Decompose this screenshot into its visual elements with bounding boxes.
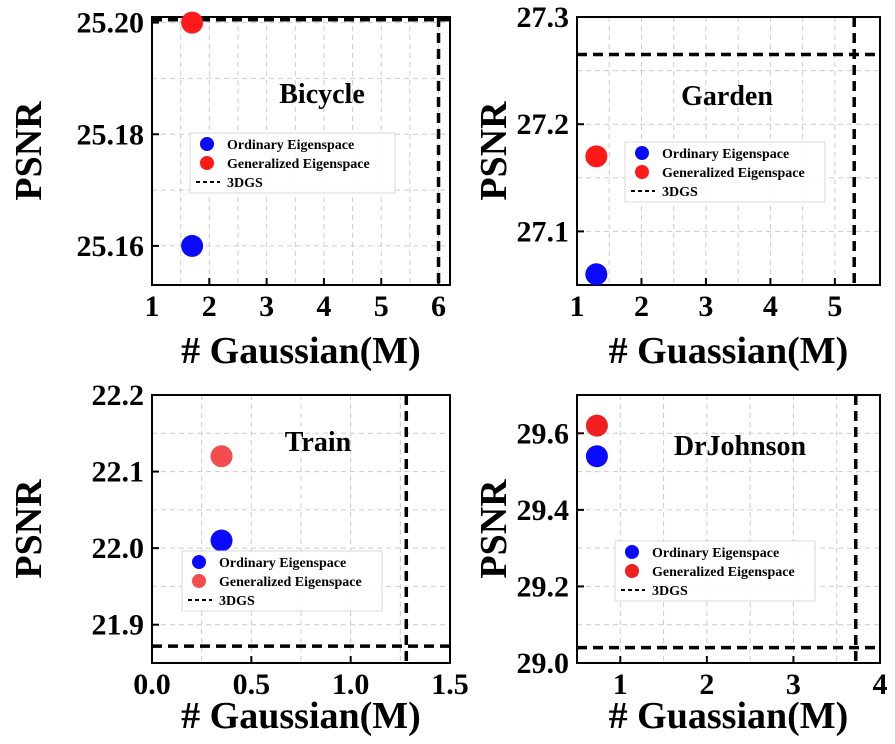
legend-box (624, 141, 826, 203)
legend-label-ordinary: Ordinary Eigenspace (652, 546, 779, 561)
x-tick-label: 5 (374, 290, 389, 323)
y-tick-label: 27.1 (517, 215, 570, 248)
legend-label-ordinary: Ordinary Eigenspace (227, 138, 354, 153)
x-tick-label: 3 (259, 290, 274, 323)
x-tick-label: 1.0 (332, 668, 370, 701)
x-tick-label: 5 (827, 290, 842, 323)
x-axis-label: # Gaussian(M) (181, 330, 421, 372)
y-tick-label: 29.4 (517, 494, 570, 527)
y-tick-label: 25.18 (77, 118, 145, 151)
y-axis-label: PSNR (8, 101, 50, 201)
x-tick-label: 6 (431, 290, 446, 323)
x-tick-label: 0.5 (233, 668, 271, 701)
legend-label-ordinary: Ordinary Eigenspace (662, 147, 789, 162)
y-axis-label: PSNR (473, 101, 515, 201)
legend-label-3dgs: 3DGS (219, 594, 255, 609)
x-tick-label: 2 (202, 290, 217, 323)
chart-panel-1: 1 2 3 4 5 6 25.16 25.18 25.20 # Gaussian(M) PSNR Bi… (8, 7, 451, 372)
legend-label-generalized: Generalized Eigenspace (652, 565, 795, 580)
legend-label-3dgs: 3DGS (227, 176, 263, 191)
chart-title: Garden (681, 81, 773, 112)
x-tick-label: 1 (613, 668, 628, 701)
data-point-generalized (585, 414, 608, 437)
data-point-generalized (210, 445, 233, 468)
chart-panel-4: 1 2 3 4 29.0 29.2 29.4 29.6 # Guassian(M) PSNR DrJ… (473, 394, 888, 737)
legend-marker-ordinary (635, 146, 649, 160)
y-tick-label: 29.2 (517, 570, 570, 603)
data-point-ordinary (585, 263, 608, 286)
legend-label-generalized: Generalized Eigenspace (227, 157, 370, 172)
data-point-generalized (181, 11, 204, 34)
x-tick-label: 4 (873, 668, 888, 701)
legend-label-generalized: Generalized Eigenspace (662, 166, 805, 181)
y-tick-label: 29.6 (517, 417, 570, 450)
legend-box (614, 540, 816, 602)
y-tick-label: 21.9 (92, 609, 145, 642)
x-tick-label: 3 (698, 290, 713, 323)
y-axis-label: PSNR (473, 479, 515, 579)
x-axis-label: # Guassian(M) (609, 330, 849, 372)
plot-frame (151, 16, 451, 286)
chart-panel-2: 1 2 3 4 5 27.1 27.2 27.3 # Guassian(M) PSNR Garden… (473, 1, 881, 372)
x-axis-label: # Gaussian(M) (181, 695, 421, 737)
chart-panel-3: 0.0 0.5 1.0 1.5 21.9 22.0 22.1 22.2 # Gaussian(M… (8, 379, 469, 737)
data-point-ordinary (585, 445, 608, 468)
data-point-ordinary (210, 529, 233, 552)
legend-marker-generalized (192, 574, 206, 588)
legend-marker-generalized (635, 165, 649, 179)
legend-label-ordinary: Ordinary Eigenspace (219, 556, 346, 571)
data-point-generalized (585, 145, 608, 168)
legend-label-3dgs: 3DGS (652, 584, 688, 599)
x-tick-label: 3 (786, 668, 801, 701)
y-tick-label: 27.3 (517, 1, 570, 34)
x-tick-label: 0.0 (133, 668, 171, 701)
y-tick-label: 25.16 (77, 230, 145, 263)
x-tick-label: 1.5 (431, 668, 469, 701)
x-tick-label: 1 (570, 290, 585, 323)
legend-marker-generalized (625, 564, 639, 578)
legend-marker-ordinary (200, 137, 214, 151)
x-tick-label: 2 (699, 668, 714, 701)
legend-label-generalized: Generalized Eigenspace (219, 575, 362, 590)
y-tick-label: 22.2 (92, 379, 145, 412)
legend-marker-generalized (200, 156, 214, 170)
x-tick-label: 4 (316, 290, 331, 323)
y-tick-label: 27.2 (517, 108, 570, 141)
y-tick-label: 29.0 (517, 647, 570, 680)
chart-title: Train (285, 427, 352, 458)
legend-marker-ordinary (625, 545, 639, 559)
y-tick-label: 22.1 (92, 456, 145, 489)
legend-box (181, 550, 383, 612)
plot-frame (576, 394, 881, 664)
data-point-ordinary (181, 234, 204, 257)
plot-frame (576, 16, 881, 286)
x-axis-label: # Guassian(M) (609, 695, 849, 737)
legend-box (189, 132, 396, 194)
y-tick-label: 22.0 (92, 532, 145, 565)
legend-label-3dgs: 3DGS (662, 185, 698, 200)
x-tick-label: 2 (634, 290, 649, 323)
x-tick-label: 1 (145, 290, 160, 323)
x-tick-label: 4 (763, 290, 778, 323)
y-tick-label: 25.20 (77, 7, 145, 40)
chart-title: Bicycle (279, 79, 365, 110)
plot-frame (151, 394, 451, 664)
y-axis-label: PSNR (8, 479, 50, 579)
chart-title: DrJohnson (674, 431, 807, 462)
legend-marker-ordinary (192, 555, 206, 569)
